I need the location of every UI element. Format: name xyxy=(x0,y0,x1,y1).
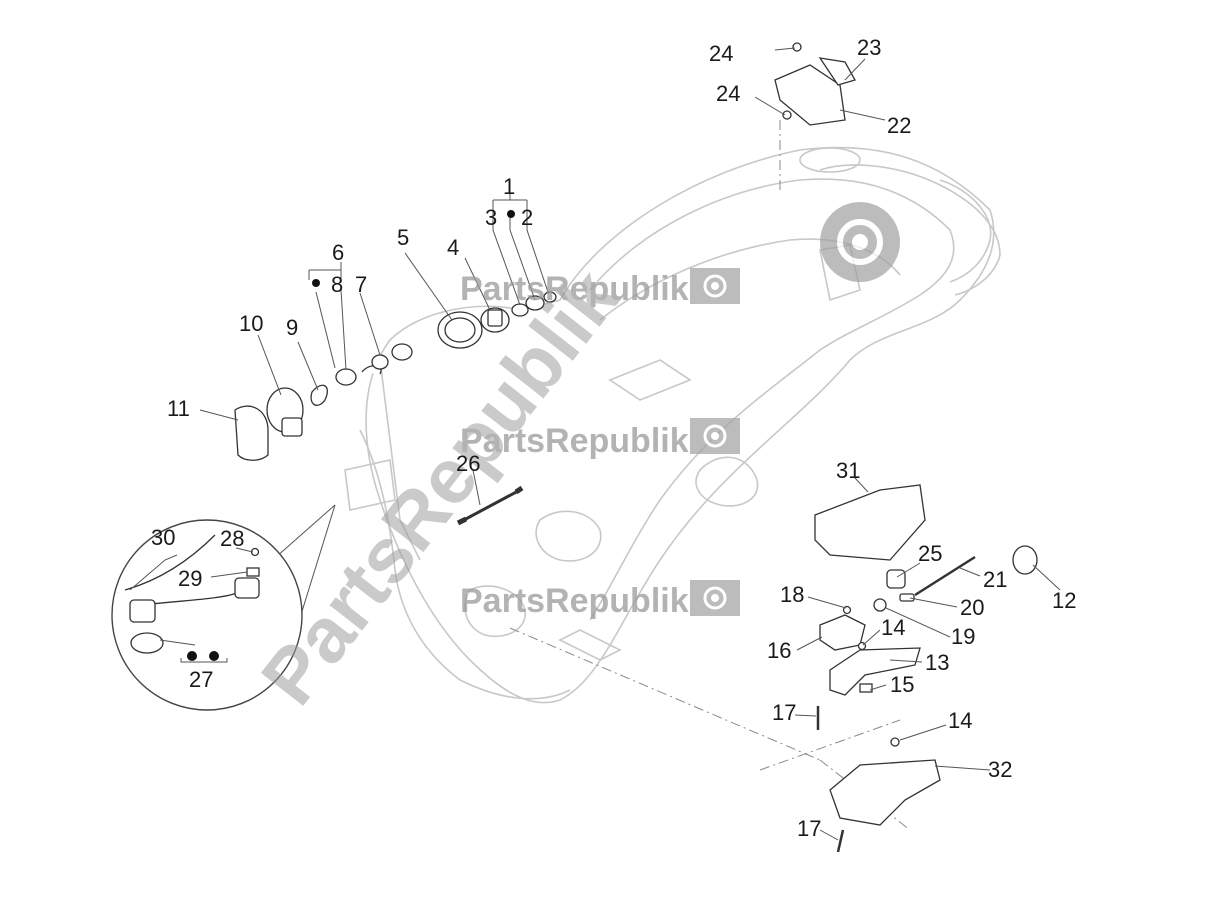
part-5-ring xyxy=(437,311,483,349)
callout-27: 27 xyxy=(189,667,213,692)
callout-11: 11 xyxy=(167,396,190,421)
callout-29: 29 xyxy=(178,566,202,591)
callout-10: 10 xyxy=(239,311,263,336)
gear-icon xyxy=(820,202,900,282)
part-13-bracket xyxy=(829,641,921,696)
scooter-frame-outline xyxy=(344,146,1001,704)
part-3-2-cylinder xyxy=(511,291,557,317)
part-10-lock-body xyxy=(266,387,304,437)
part-16-actuator xyxy=(819,605,866,651)
callout-6: 6 xyxy=(332,240,344,265)
callout-2: 2 xyxy=(521,205,533,230)
watermark-gear-badges xyxy=(690,202,900,616)
callout-12: 12 xyxy=(1052,588,1076,613)
callout-15: 15 xyxy=(890,672,914,697)
callout-8: 8 xyxy=(331,272,343,297)
callout-25: 25 xyxy=(918,541,942,566)
callout-23: 23 xyxy=(857,35,881,60)
part-7-ring xyxy=(361,343,413,375)
callout-16: 16 xyxy=(767,638,791,663)
callout-28: 28 xyxy=(220,526,244,551)
part-25-clip xyxy=(886,569,906,589)
callout-24-upper: 24 xyxy=(709,41,733,66)
part-8-bushing xyxy=(335,368,357,386)
callout-19: 19 xyxy=(951,624,975,649)
gear-icon xyxy=(690,580,740,616)
watermark-text: PartsRepublik xyxy=(460,582,689,620)
callout-24-lower: 24 xyxy=(716,81,740,106)
callout-5: 5 xyxy=(397,225,409,250)
callout-17-lower: 17 xyxy=(797,816,821,841)
callout-31: 31 xyxy=(836,458,860,483)
gear-icon xyxy=(690,418,740,454)
part-26-rod xyxy=(456,485,524,526)
callout-22: 22 xyxy=(887,113,911,138)
callout-14-lower: 14 xyxy=(948,708,972,733)
callout-20: 20 xyxy=(960,595,984,620)
watermark-text: PartsRepublik xyxy=(460,270,689,308)
callout-labels: 1 2 3 4 5 6 7 8 9 10 11 12 13 14 14 15 1… xyxy=(151,35,1076,841)
callout-3: 3 xyxy=(485,205,497,230)
part-21-cable xyxy=(914,555,976,597)
callout-30: 30 xyxy=(151,525,175,550)
callout-9: 9 xyxy=(286,315,298,340)
group-dots xyxy=(187,210,515,661)
guide-lines xyxy=(509,120,911,831)
callout-4: 4 xyxy=(447,235,459,260)
callout-13: 13 xyxy=(925,650,949,675)
watermark-text: PartsRepublik xyxy=(460,422,689,460)
callout-7: 7 xyxy=(355,272,367,297)
part-32-tray xyxy=(829,737,941,826)
gear-icon xyxy=(690,268,740,304)
part-12-ring xyxy=(1012,545,1038,575)
callout-18: 18 xyxy=(780,582,804,607)
callout-14-upper: 14 xyxy=(881,615,905,640)
callout-32: 32 xyxy=(988,757,1012,782)
callout-17-upper: 17 xyxy=(772,700,796,725)
detail-inset xyxy=(111,504,336,711)
part-9-clip xyxy=(310,384,328,406)
part-11-cover xyxy=(234,405,269,461)
callout-1: 1 xyxy=(503,174,515,199)
part-31-cover xyxy=(814,484,926,561)
part-20-19-fittings xyxy=(873,593,915,612)
callout-26: 26 xyxy=(456,451,480,476)
callout-21: 21 xyxy=(983,567,1007,592)
part-22-23-bracket xyxy=(774,42,856,126)
part-4-lock-housing xyxy=(480,307,510,333)
part-17-screw xyxy=(816,706,845,853)
leader-lines xyxy=(129,47,1061,841)
